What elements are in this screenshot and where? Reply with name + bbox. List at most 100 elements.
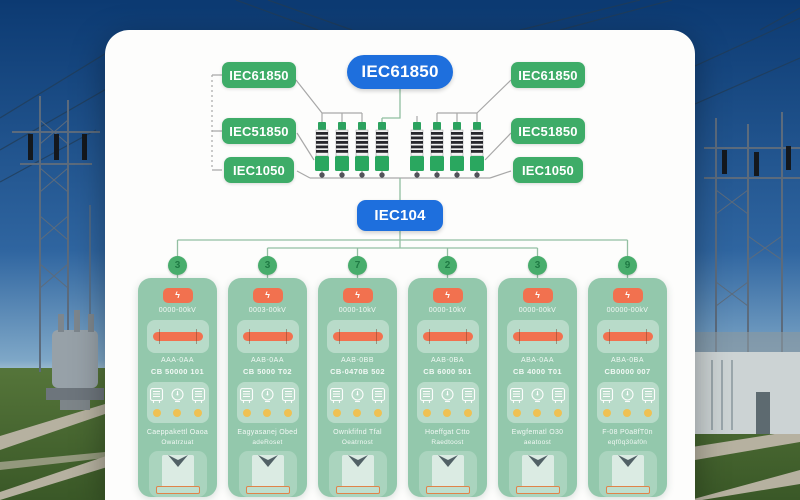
bay-panel: ϟ 0000-00kV AAA-0AA CB 50000 101 Caeppak… <box>138 278 217 498</box>
bay-number-badge: 3 <box>528 256 547 275</box>
bolt-icon: ϟ <box>625 289 630 300</box>
bay-voltage: 0000-10kV <box>428 306 467 314</box>
left-pylon <box>12 96 100 372</box>
device-cabinet <box>161 455 194 488</box>
feeder-display <box>326 319 389 353</box>
bay-voltage: 0000-00kV <box>158 306 197 314</box>
bay-caption-line2: Owatrzuat <box>161 439 194 447</box>
status-dot <box>284 408 293 417</box>
bay-breaker: CB0000 007 <box>604 366 651 376</box>
device-cabinet <box>521 455 554 488</box>
bay-number-badge: 3 <box>168 256 187 275</box>
label-left-iec61850: IEC61850 <box>222 62 296 88</box>
meter-icon <box>371 387 385 404</box>
device-base-bar <box>425 486 470 495</box>
bay-breaker: CB 6000 501 <box>423 366 472 376</box>
indicator-panel <box>416 381 479 424</box>
bay-chip: ϟ <box>432 288 463 303</box>
bay-breaker: CB 5000 T02 <box>242 366 292 376</box>
device-base-bar <box>515 486 560 495</box>
status-dot <box>263 408 272 417</box>
bay-caption-line2: eqf0q30af0n <box>607 439 648 447</box>
bay-caption-line2: Oeatrnost <box>341 439 374 447</box>
bay-feeder: AAB-0BB <box>340 356 375 364</box>
indicator-panel <box>326 381 389 424</box>
bay-chip: ϟ <box>522 288 553 303</box>
meter-icon <box>510 387 524 404</box>
meter-icon <box>191 387 205 404</box>
meter-icon <box>281 387 295 404</box>
feeder-bar <box>512 328 563 344</box>
bay-caption-line1: Hoeffgat Ctto <box>424 429 471 437</box>
bolt-icon: ϟ <box>175 289 180 300</box>
device-v-mark <box>347 455 368 468</box>
feeder-bar <box>422 328 473 344</box>
status-dot <box>644 408 653 417</box>
bay-panel: ϟ 0000-10kV AAB-0BA CB 6000 501 Hoeffgat… <box>408 278 487 498</box>
status-dot <box>533 408 542 417</box>
status-dot <box>194 408 203 417</box>
meter-icon <box>551 387 565 404</box>
feeder-bar <box>602 328 653 344</box>
gauge-icon <box>441 388 454 402</box>
status-dot <box>623 408 632 417</box>
concrete-paths <box>0 404 800 500</box>
bay-chip: ϟ <box>342 288 373 303</box>
meter-icon <box>641 387 655 404</box>
status-dot <box>464 408 473 417</box>
device-cabinet <box>611 455 644 488</box>
indicator-panel <box>596 381 659 424</box>
feeder-display <box>596 319 659 353</box>
bay-chip: ϟ <box>612 288 643 303</box>
device-v-mark <box>167 455 188 468</box>
feeder-display <box>236 319 299 353</box>
device-figure <box>328 451 387 498</box>
bolt-icon: ϟ <box>355 289 360 300</box>
bolt-icon: ϟ <box>265 289 270 300</box>
feeder-display <box>146 319 209 353</box>
status-dot <box>554 408 563 417</box>
device-v-mark <box>257 455 278 468</box>
bay-breaker: CB-0470B 502 <box>330 366 385 376</box>
status-dot <box>512 408 521 417</box>
device-v-mark <box>617 455 638 468</box>
status-dot <box>374 408 383 417</box>
bay-voltage: 0000-10kV <box>338 306 377 314</box>
bay-feeder: AAA-0AA <box>160 356 195 364</box>
feeder-bar <box>242 328 293 344</box>
device-base-bar <box>335 486 380 495</box>
bay-feeder: ABA-0BA <box>610 356 645 364</box>
label-right-iec1050: IEC1050 <box>513 157 583 183</box>
meter-icon <box>150 387 164 404</box>
device-v-mark <box>527 455 548 468</box>
gauge-icon <box>351 388 364 402</box>
meter-icon <box>600 387 614 404</box>
bay-feeder: AAB-0AA <box>250 356 285 364</box>
gauge-icon <box>261 388 274 402</box>
bay-number-badge: 2 <box>438 256 457 275</box>
left-insulator-strings <box>28 134 87 160</box>
bay-voltage: 0000-00kV <box>518 306 557 314</box>
indicator-panel <box>506 381 569 424</box>
status-dot <box>173 408 182 417</box>
bay-caption-line1: Ewgfematl O30 <box>511 429 564 437</box>
status-dot <box>443 408 452 417</box>
bay-caption-line1: Ownkfifnd Tfal <box>333 429 382 437</box>
label-right-iec61850: IEC61850 <box>511 62 585 88</box>
gauge-icon <box>171 388 184 402</box>
bay-breaker: CB 50000 101 <box>150 366 205 376</box>
left-transformer <box>46 310 104 410</box>
label-right-iec51850: IEC51850 <box>511 118 585 144</box>
label-left-iec51850: IEC51850 <box>222 118 296 144</box>
gauge-icon <box>621 388 634 402</box>
device-figure <box>418 451 477 498</box>
device-base-bar <box>155 486 200 495</box>
status-dot <box>602 408 611 417</box>
right-pylons <box>704 112 800 358</box>
device-figure <box>598 451 657 498</box>
status-dot <box>332 408 341 417</box>
bay-panel: ϟ 0000-10kV AAB-0BB CB-0470B 502 Ownkfif… <box>318 278 397 498</box>
bay-number-badge: 3 <box>258 256 277 275</box>
meter-icon <box>461 387 475 404</box>
bay-caption-line2: aeatoost <box>523 439 552 447</box>
